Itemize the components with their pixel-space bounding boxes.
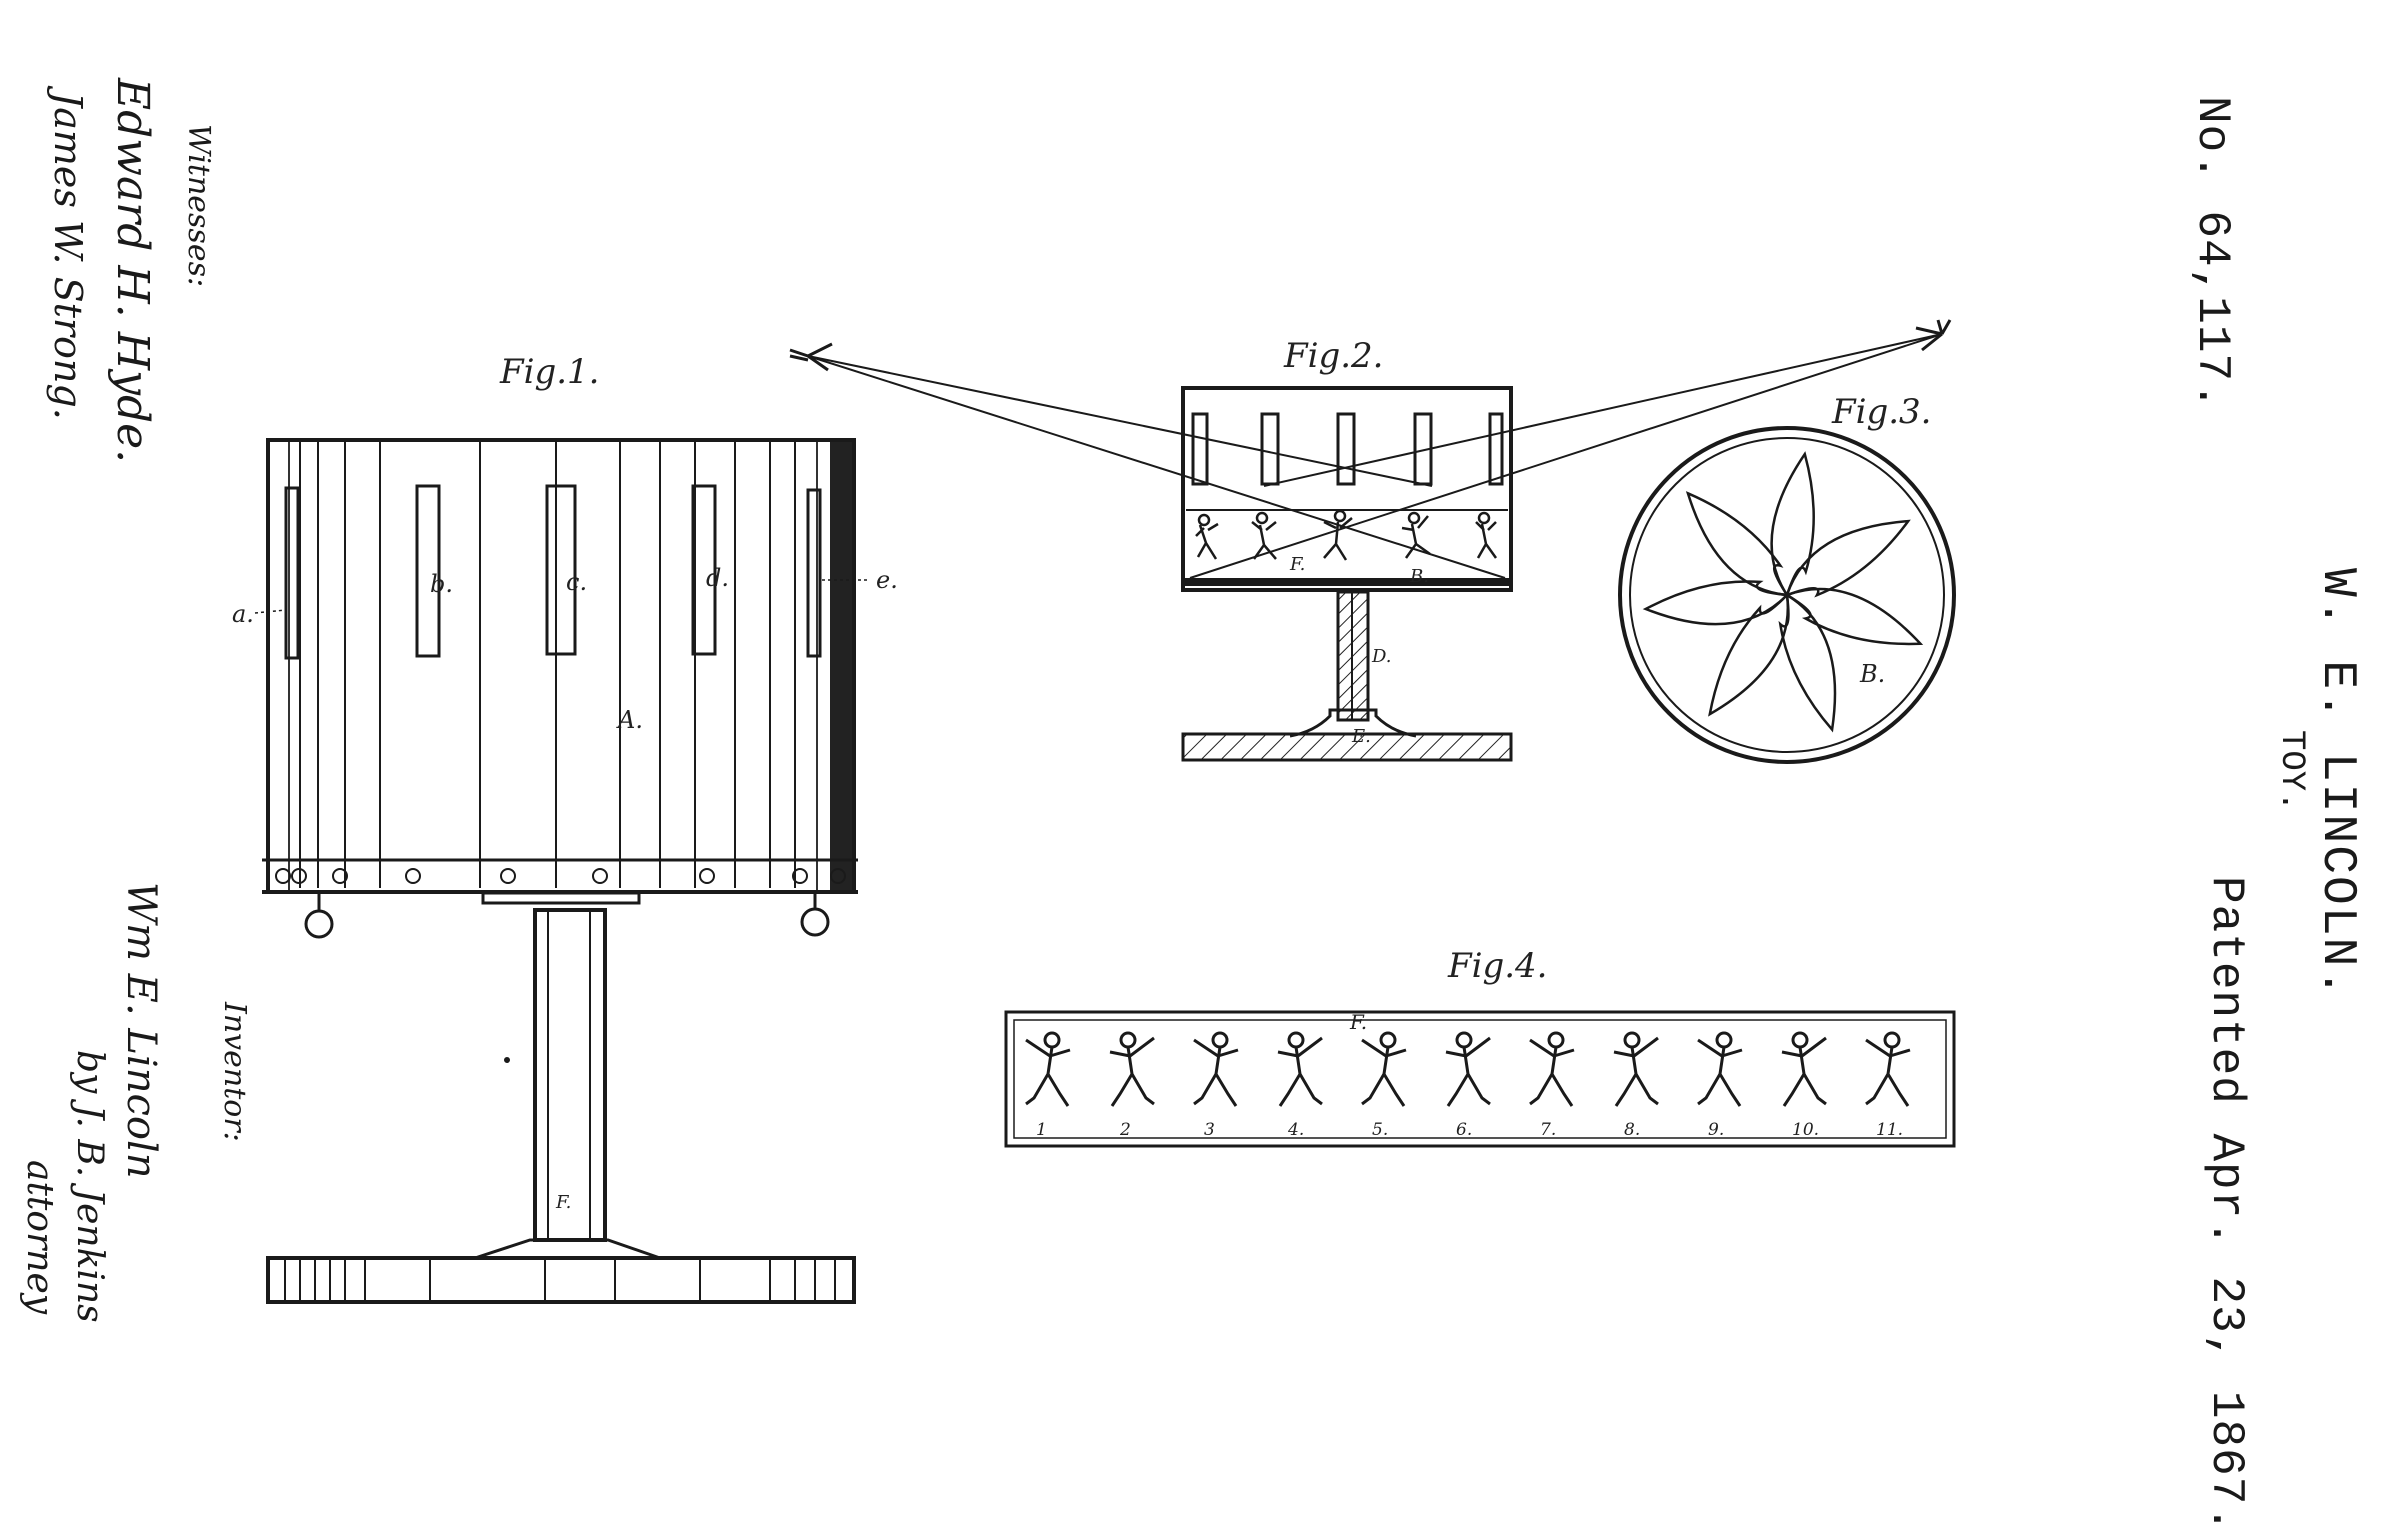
dancing-figure	[1529, 1031, 1575, 1107]
frame-number: 9.	[1708, 1120, 1725, 1140]
frame-number: 7.	[1540, 1120, 1557, 1140]
frame-number: 1	[1036, 1120, 1047, 1140]
frame-number: 2	[1120, 1120, 1131, 1140]
patent-number: No. 64,117.	[2186, 96, 2238, 411]
attorney-label: attorney	[19, 1160, 60, 1315]
ref-B-fig3: B.	[1860, 660, 1886, 688]
fig4-label: Fig.4.	[1448, 946, 1548, 986]
dancing-figure	[1109, 1031, 1155, 1107]
ref-A: A.	[618, 706, 643, 734]
frame-number: 5.	[1372, 1120, 1389, 1140]
fig3-pinwheel	[1642, 451, 1924, 733]
figure-3-drawing	[1618, 426, 1956, 764]
inventor-signature: Wm E. Lincoln	[118, 882, 164, 1179]
fig2-band-figures	[1195, 509, 1498, 561]
ref-E: E.	[1352, 726, 1371, 747]
fig2-label: Fig.2.	[1284, 336, 1384, 376]
ref-F-fig1: F.	[556, 1192, 572, 1213]
inventor-label: Inventor:	[217, 1002, 252, 1142]
frame-number: 6.	[1456, 1120, 1473, 1140]
dancing-figure	[1193, 1031, 1239, 1107]
ref-b: b.	[430, 570, 453, 598]
dancing-figure	[1277, 1031, 1323, 1107]
pinwheel-blade	[1708, 594, 1790, 717]
patent-date: Patented Apr. 23, 1867.	[2200, 876, 2252, 1534]
ref-D: D.	[1372, 646, 1392, 667]
dancing-figure	[1613, 1031, 1659, 1107]
witnesses-label: Witnesses:	[181, 124, 216, 288]
figure-2-drawing	[789, 319, 1952, 762]
figure-4-drawing	[1004, 1010, 1956, 1148]
figure-1-drawing	[254, 438, 870, 1304]
ref-B-fig2: B.	[1410, 566, 1429, 587]
dancing-figure	[1025, 1031, 1071, 1107]
ref-a: a.	[232, 600, 254, 628]
ref-d: d.	[706, 564, 729, 592]
witness-signature-2: James W. Strong.	[46, 92, 90, 420]
pinwheel-blade	[1786, 587, 1924, 646]
ref-F-fig2: F.	[1290, 554, 1306, 575]
inventor-name: W. E. LINCOLN.	[2310, 568, 2364, 1000]
pinwheel-blade	[1642, 580, 1788, 626]
fig1-label: Fig.1.	[500, 352, 600, 392]
ref-c: c.	[566, 568, 588, 596]
pinwheel-blade	[1770, 451, 1815, 596]
ref-e: e.	[876, 566, 898, 594]
witness-signature-1: Edward H. Hyde.	[107, 78, 158, 464]
ref-F-fig4: F.	[1350, 1010, 1368, 1034]
frame-number: 3	[1204, 1120, 1215, 1140]
dancing-figure	[1865, 1031, 1911, 1107]
patent-drawing	[254, 319, 1956, 1304]
dancing-figure	[1361, 1031, 1407, 1107]
dancing-figure	[1697, 1031, 1743, 1107]
frame-number: 11.	[1876, 1120, 1904, 1140]
frame-number: 4.	[1288, 1120, 1305, 1140]
dancing-figure	[1781, 1031, 1827, 1107]
frame-number: 8.	[1624, 1120, 1641, 1140]
fig3-label: Fig.3.	[1832, 392, 1932, 432]
fig4-dancing-figures	[1025, 1031, 1911, 1107]
attorney-by-line: by J. B. Jenkins	[69, 1050, 110, 1323]
pinwheel-blade	[1785, 519, 1911, 598]
dancing-figure	[1445, 1031, 1491, 1107]
invention-title: TOY.	[2272, 730, 2310, 812]
frame-number: 10.	[1792, 1120, 1820, 1140]
